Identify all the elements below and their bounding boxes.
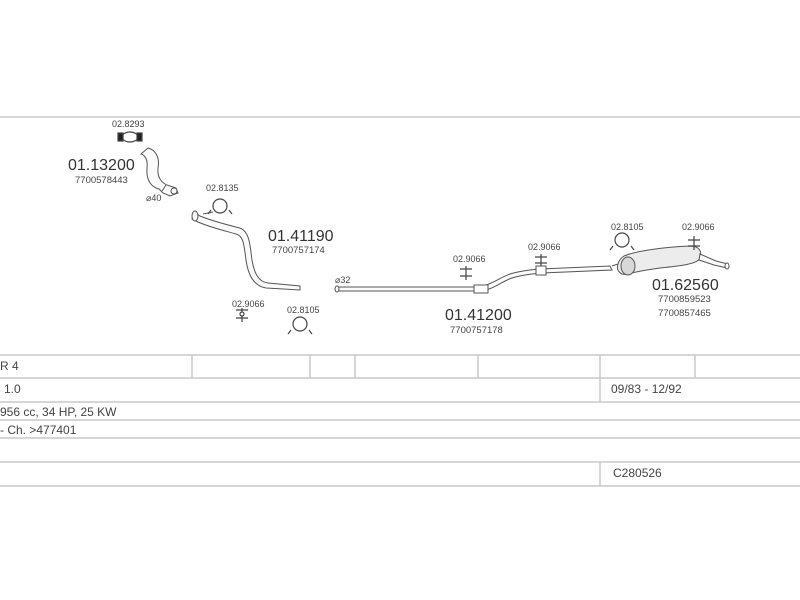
- engine-label: 1.0: [4, 382, 21, 396]
- years-label: 09/83 - 12/92: [611, 382, 682, 396]
- oe-number: 7700757178: [450, 325, 503, 336]
- hanger-icon: [460, 266, 472, 280]
- oe-number: 7700859523: [658, 294, 711, 305]
- hanger-icon: [688, 236, 700, 250]
- specs-label: 956 cc, 34 HP, 25 KW: [0, 405, 117, 419]
- fitting-label: 02.8293: [112, 119, 145, 129]
- fitting-label: 02.9066: [682, 222, 715, 232]
- part-number: 01.41200: [445, 307, 512, 324]
- diameter-label: ⌀40: [146, 193, 161, 203]
- fitting-label: 02.8105: [287, 305, 320, 315]
- clamp-icon: [117, 131, 143, 143]
- part-number: 01.41190: [268, 228, 334, 245]
- oe-number: 7700757174: [272, 245, 325, 256]
- fitting-label: 02.8105: [611, 222, 644, 232]
- hanger-icon: [609, 232, 635, 251]
- fitting-label: 02.9066: [453, 254, 486, 264]
- hanger-icon: [207, 198, 233, 215]
- part-number: 01.13200: [68, 157, 135, 174]
- part-number: 01.62560: [652, 277, 719, 294]
- front-pipe: [139, 147, 179, 197]
- diameter-label: ⌀32: [335, 275, 350, 285]
- fitting-label: 02.9066: [528, 242, 561, 252]
- hanger-icon: [287, 316, 313, 335]
- fitting-label: 02.8135: [206, 183, 239, 193]
- chassis-label: - Ch. >477401: [0, 423, 77, 437]
- rear-silencer: [611, 245, 730, 276]
- model-label: R 4: [0, 359, 19, 373]
- fitting-label: 02.9066: [232, 299, 265, 309]
- oe-number: 7700578443: [75, 175, 128, 186]
- hanger-icon: [535, 254, 547, 266]
- hanger-icon: [236, 308, 248, 322]
- middle-pipe: [191, 210, 301, 291]
- code-label: C280526: [613, 466, 662, 480]
- oe-number: 7700857465: [658, 308, 711, 319]
- long-pipe: [334, 265, 613, 294]
